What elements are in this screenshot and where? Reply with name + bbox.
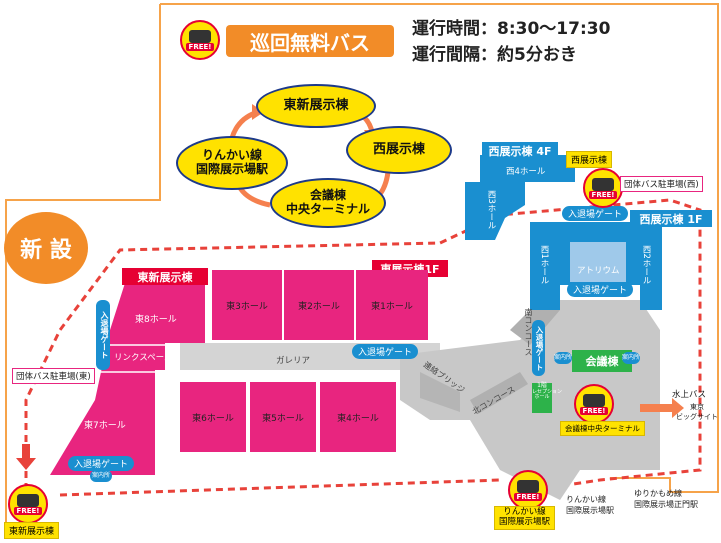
operating-hours: 運行時間：8:30～17:30 xyxy=(412,19,611,39)
west-gate-mid: 入退場ゲート xyxy=(567,282,634,297)
floor-1: 1階 xyxy=(537,382,547,389)
parking-east: 団体バス駐車場(東) xyxy=(12,368,95,384)
east-bottom-halls: 東6ホール 東5ホール 東4ホール xyxy=(180,382,396,454)
hall-east-8: 東8ホール xyxy=(135,315,177,325)
atrium-shape xyxy=(570,242,626,282)
east-new-gate-vertical: 入退場ゲート xyxy=(96,300,110,370)
water-bus-arrow-tail xyxy=(640,404,660,412)
east-top-halls: 東3ホール 東2ホール 東1ホール xyxy=(212,270,428,342)
east-new-hall-shape xyxy=(50,283,205,475)
frame-outline-left xyxy=(5,4,161,538)
bus-icon: FREE! xyxy=(180,20,220,60)
center-info-right: 案内所 xyxy=(622,352,640,364)
rinkai-bus-icon: FREE! xyxy=(508,470,548,510)
stop-rinkai: りんかい線 国際展示場駅 xyxy=(494,506,556,530)
hall-east-4: 東4ホール xyxy=(320,382,396,452)
stop-east-new: 東新展示棟 xyxy=(4,522,60,539)
hall-west-4: 西4ホール xyxy=(506,167,546,177)
reception-label: レセプション ホール xyxy=(532,388,563,401)
hall-west-3: 西3ホール xyxy=(486,190,496,230)
north-concourse-shape xyxy=(470,372,528,414)
new-badge: 新 設 xyxy=(4,212,88,284)
conference-building: 会議棟 xyxy=(572,350,632,372)
center-gate: 入退場ゲート xyxy=(532,320,545,376)
east-new-stop-arrow xyxy=(16,444,36,470)
hall-east-1: 東1ホール xyxy=(356,270,428,340)
frame-outline-top xyxy=(160,3,719,493)
hall-east-5: 東5ホール xyxy=(250,382,316,452)
west-gate-top: 入退場ゲート xyxy=(562,206,629,221)
water-bus-arrow xyxy=(640,398,684,418)
atrium: アトリウム xyxy=(577,266,620,276)
west-1f-tag: 西展示棟 1F xyxy=(630,210,712,227)
galleria: ガレリア xyxy=(276,356,311,366)
center-bus-icon: FREE! xyxy=(574,384,614,424)
south-concourse: 南コンコース xyxy=(524,308,533,356)
east-new-bus-icon: FREE! xyxy=(8,484,48,524)
west-stop-label: 西展示棟 xyxy=(566,151,613,168)
central-terminal-label: 会議棟中央ターミナル xyxy=(560,421,645,436)
hall-east-2: 東2ホール xyxy=(284,270,354,340)
rinkai-station-marker: りんかい線 国際展示場駅 xyxy=(566,495,614,515)
cycle-stop-rinkai: りんかい線 国際展示場駅 xyxy=(176,136,288,190)
link-space: リンクスペース xyxy=(114,353,173,363)
west-bus-icon: FREE! xyxy=(583,168,623,208)
west-4f-shape xyxy=(465,155,575,240)
east-new-tag: 東新展示棟 xyxy=(122,268,208,285)
parking-west: 団体バス駐車場(西) xyxy=(620,176,703,192)
reception-hall: 1階 レセプション ホール xyxy=(532,382,563,413)
hall-east-3: 東3ホール xyxy=(212,270,282,340)
west-4f-tag: 西展示棟 4F xyxy=(482,142,558,159)
hall-east-6: 東6ホール xyxy=(180,382,246,452)
cycle-stop-conference: 会議棟 中央ターミナル xyxy=(270,178,386,228)
bus-title: 巡回無料バス xyxy=(226,25,394,57)
east-gate: 入退場ゲート xyxy=(352,344,419,359)
operating-interval: 運行間隔：約5分おき xyxy=(412,45,577,65)
yurikamome-station: ゆりかもめ線 国際展示場正門駅 xyxy=(634,489,698,509)
center-info-left: 案内所 xyxy=(554,352,572,364)
cycle-stop-west: 西展示棟 xyxy=(346,126,452,174)
east-new-info: 案内所 xyxy=(90,470,112,482)
water-bus: 水上バス xyxy=(672,390,707,400)
hall-east-7: 東7ホール xyxy=(84,421,126,431)
east-new-gate: 入退場ゲート xyxy=(68,456,135,471)
bus-route-bottom xyxy=(59,478,501,497)
hall-west-1: 西1ホール xyxy=(539,245,549,285)
hall-west-2: 西2ホール xyxy=(641,245,651,285)
bridge-shape xyxy=(420,372,460,412)
water-bus-stop: 東京 ビッグサイト xyxy=(676,403,718,421)
cycle-stop-east-new: 東新展示棟 xyxy=(256,84,376,128)
